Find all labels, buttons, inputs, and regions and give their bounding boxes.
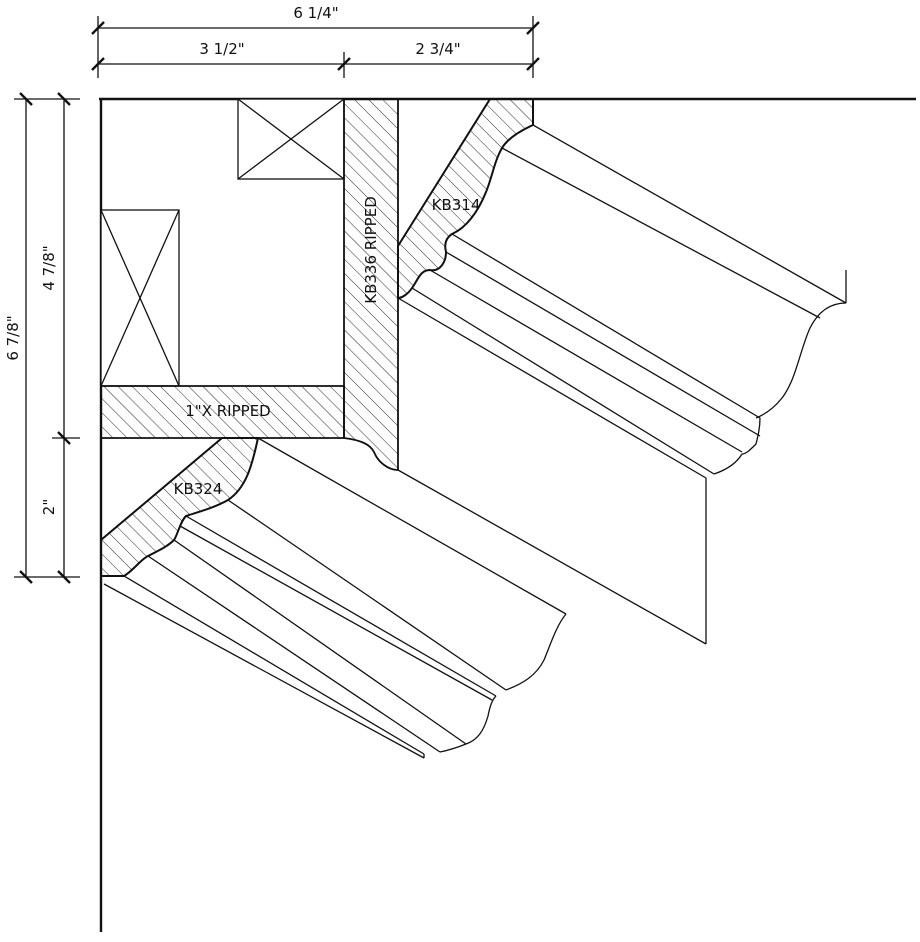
dim-left-overall: 6 7/8" (4, 315, 22, 360)
dim-top-left: 3 1/2" (199, 40, 244, 58)
dim-left-lower: 2" (40, 499, 58, 515)
blocking-left (100, 209, 180, 387)
upper-crown-label: KB314 (432, 196, 481, 214)
lower-crown-body (103, 437, 567, 759)
vertical-strip-label: KB336 RIPPED (362, 196, 380, 304)
dimension-left (14, 92, 80, 584)
blocking-top (237, 98, 345, 180)
dimension-top (91, 16, 540, 78)
lower-crown-section (100, 437, 260, 577)
ceiling-wall-lines (99, 97, 916, 932)
vertical-ripped-strip (343, 98, 399, 471)
lower-crown-label: KB324 (174, 480, 223, 498)
horizontal-strip-label: 1"X RIPPED (185, 402, 270, 420)
horizontal-ripped-strip (100, 385, 345, 439)
upper-crown-section (397, 98, 534, 300)
dim-top-overall: 6 1/4" (293, 4, 338, 22)
dim-left-upper: 4 7/8" (40, 245, 58, 290)
dim-top-right: 2 3/4" (415, 40, 460, 58)
upper-crown-body (397, 99, 847, 645)
